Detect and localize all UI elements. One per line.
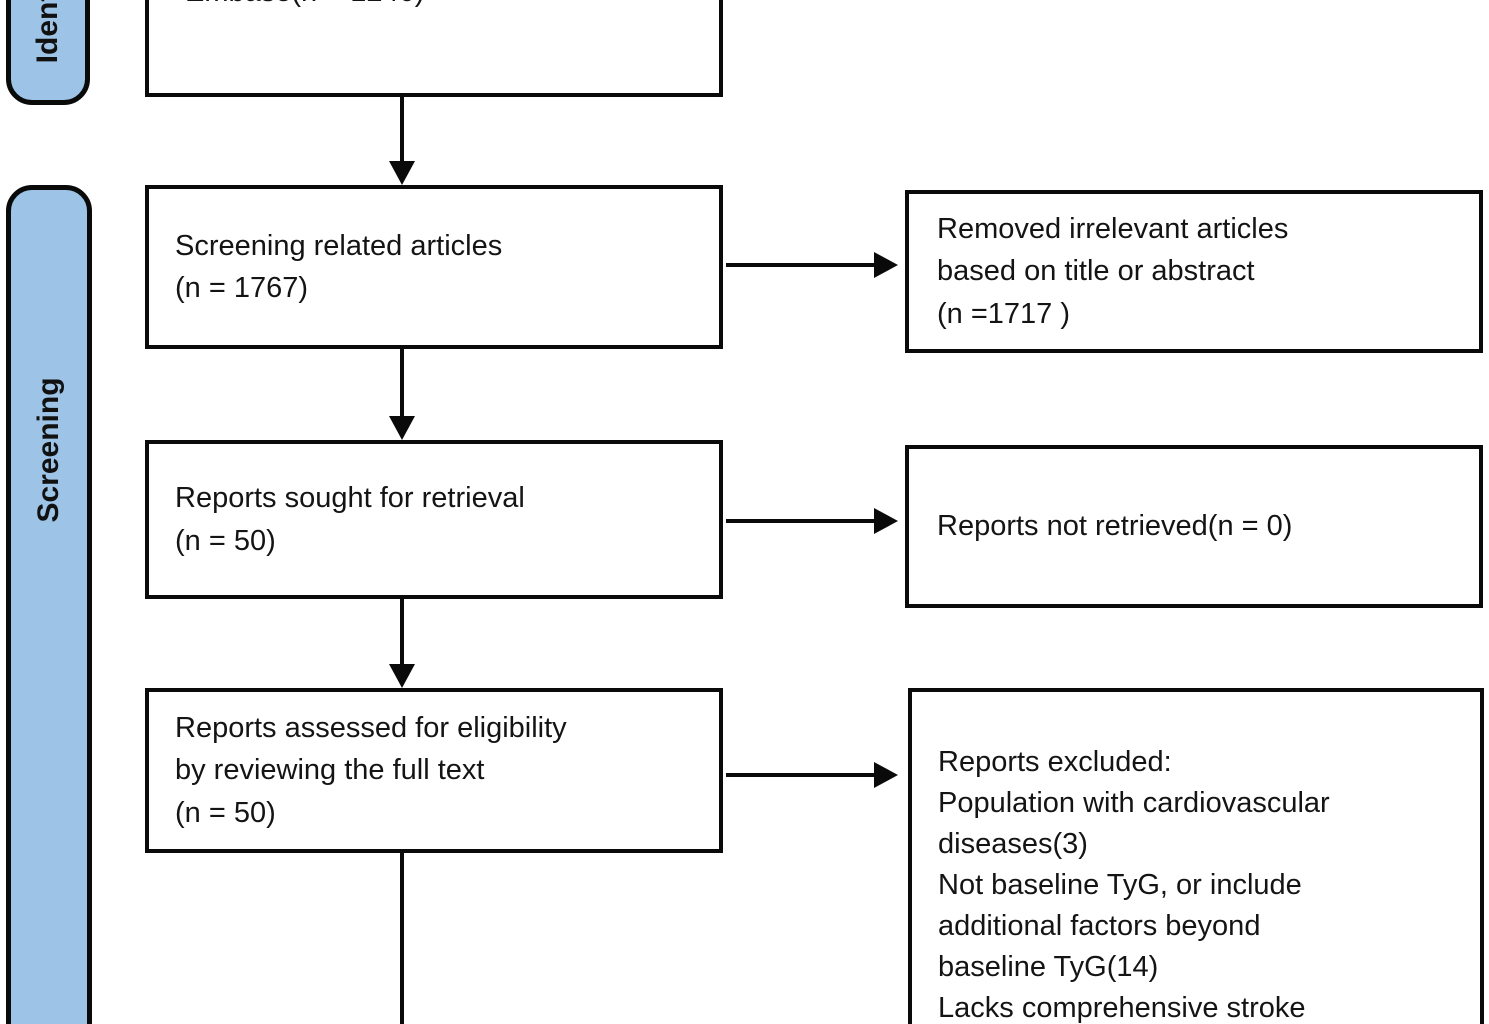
reports-excluded-box: Reports excluded: Population with cardio…: [908, 688, 1484, 1024]
identification-records-partial-text: Embase(n = 1246): [185, 0, 424, 9]
arrow-down-3-head: [389, 664, 415, 688]
screening-related-articles-box: Screening related articles (n = 1767): [145, 185, 723, 349]
reports-sought-text: Reports sought for retrieval (n = 50): [175, 482, 525, 557]
arrow-right-2-head: [874, 508, 898, 534]
arrow-down-1-line: [400, 97, 404, 163]
removed-irrelevant-articles-text: Removed irrelevant articles based on tit…: [937, 213, 1289, 330]
reports-excluded-text: Reports excluded: Population with cardio…: [938, 746, 1330, 1024]
removed-irrelevant-articles-box: Removed irrelevant articles based on tit…: [905, 190, 1483, 353]
reports-assessed-box: Reports assessed for eligibility by revi…: [145, 688, 723, 853]
arrow-right-1-line: [726, 263, 876, 267]
arrow-right-3-head: [874, 762, 898, 788]
arrow-right-1-head: [874, 252, 898, 278]
arrow-down-2-head: [389, 416, 415, 440]
reports-not-retrieved-box: Reports not retrieved(n = 0): [905, 445, 1483, 608]
stage-label-screening: Screening: [32, 377, 65, 523]
arrow-right-3-line: [726, 773, 876, 777]
screening-related-articles-text: Screening related articles (n = 1767): [175, 229, 503, 304]
arrow-down-1-head: [389, 161, 415, 185]
stage-bar-screening: Screening: [6, 185, 92, 1024]
arrow-down-2-line: [400, 348, 404, 418]
stage-bar-identification: Identification: [6, 0, 90, 105]
arrow-down-3-line: [400, 598, 404, 666]
stage-label-identification: Identification: [31, 0, 65, 63]
arrow-right-2-line: [726, 519, 876, 523]
identification-records-box: Embase(n = 1246): [145, 0, 723, 97]
reports-not-retrieved-text: Reports not retrieved(n = 0): [937, 510, 1293, 543]
reports-sought-box: Reports sought for retrieval (n = 50): [145, 440, 723, 599]
arrow-down-4-line: [400, 852, 404, 1024]
reports-assessed-text: Reports assessed for eligibility by revi…: [175, 712, 567, 829]
